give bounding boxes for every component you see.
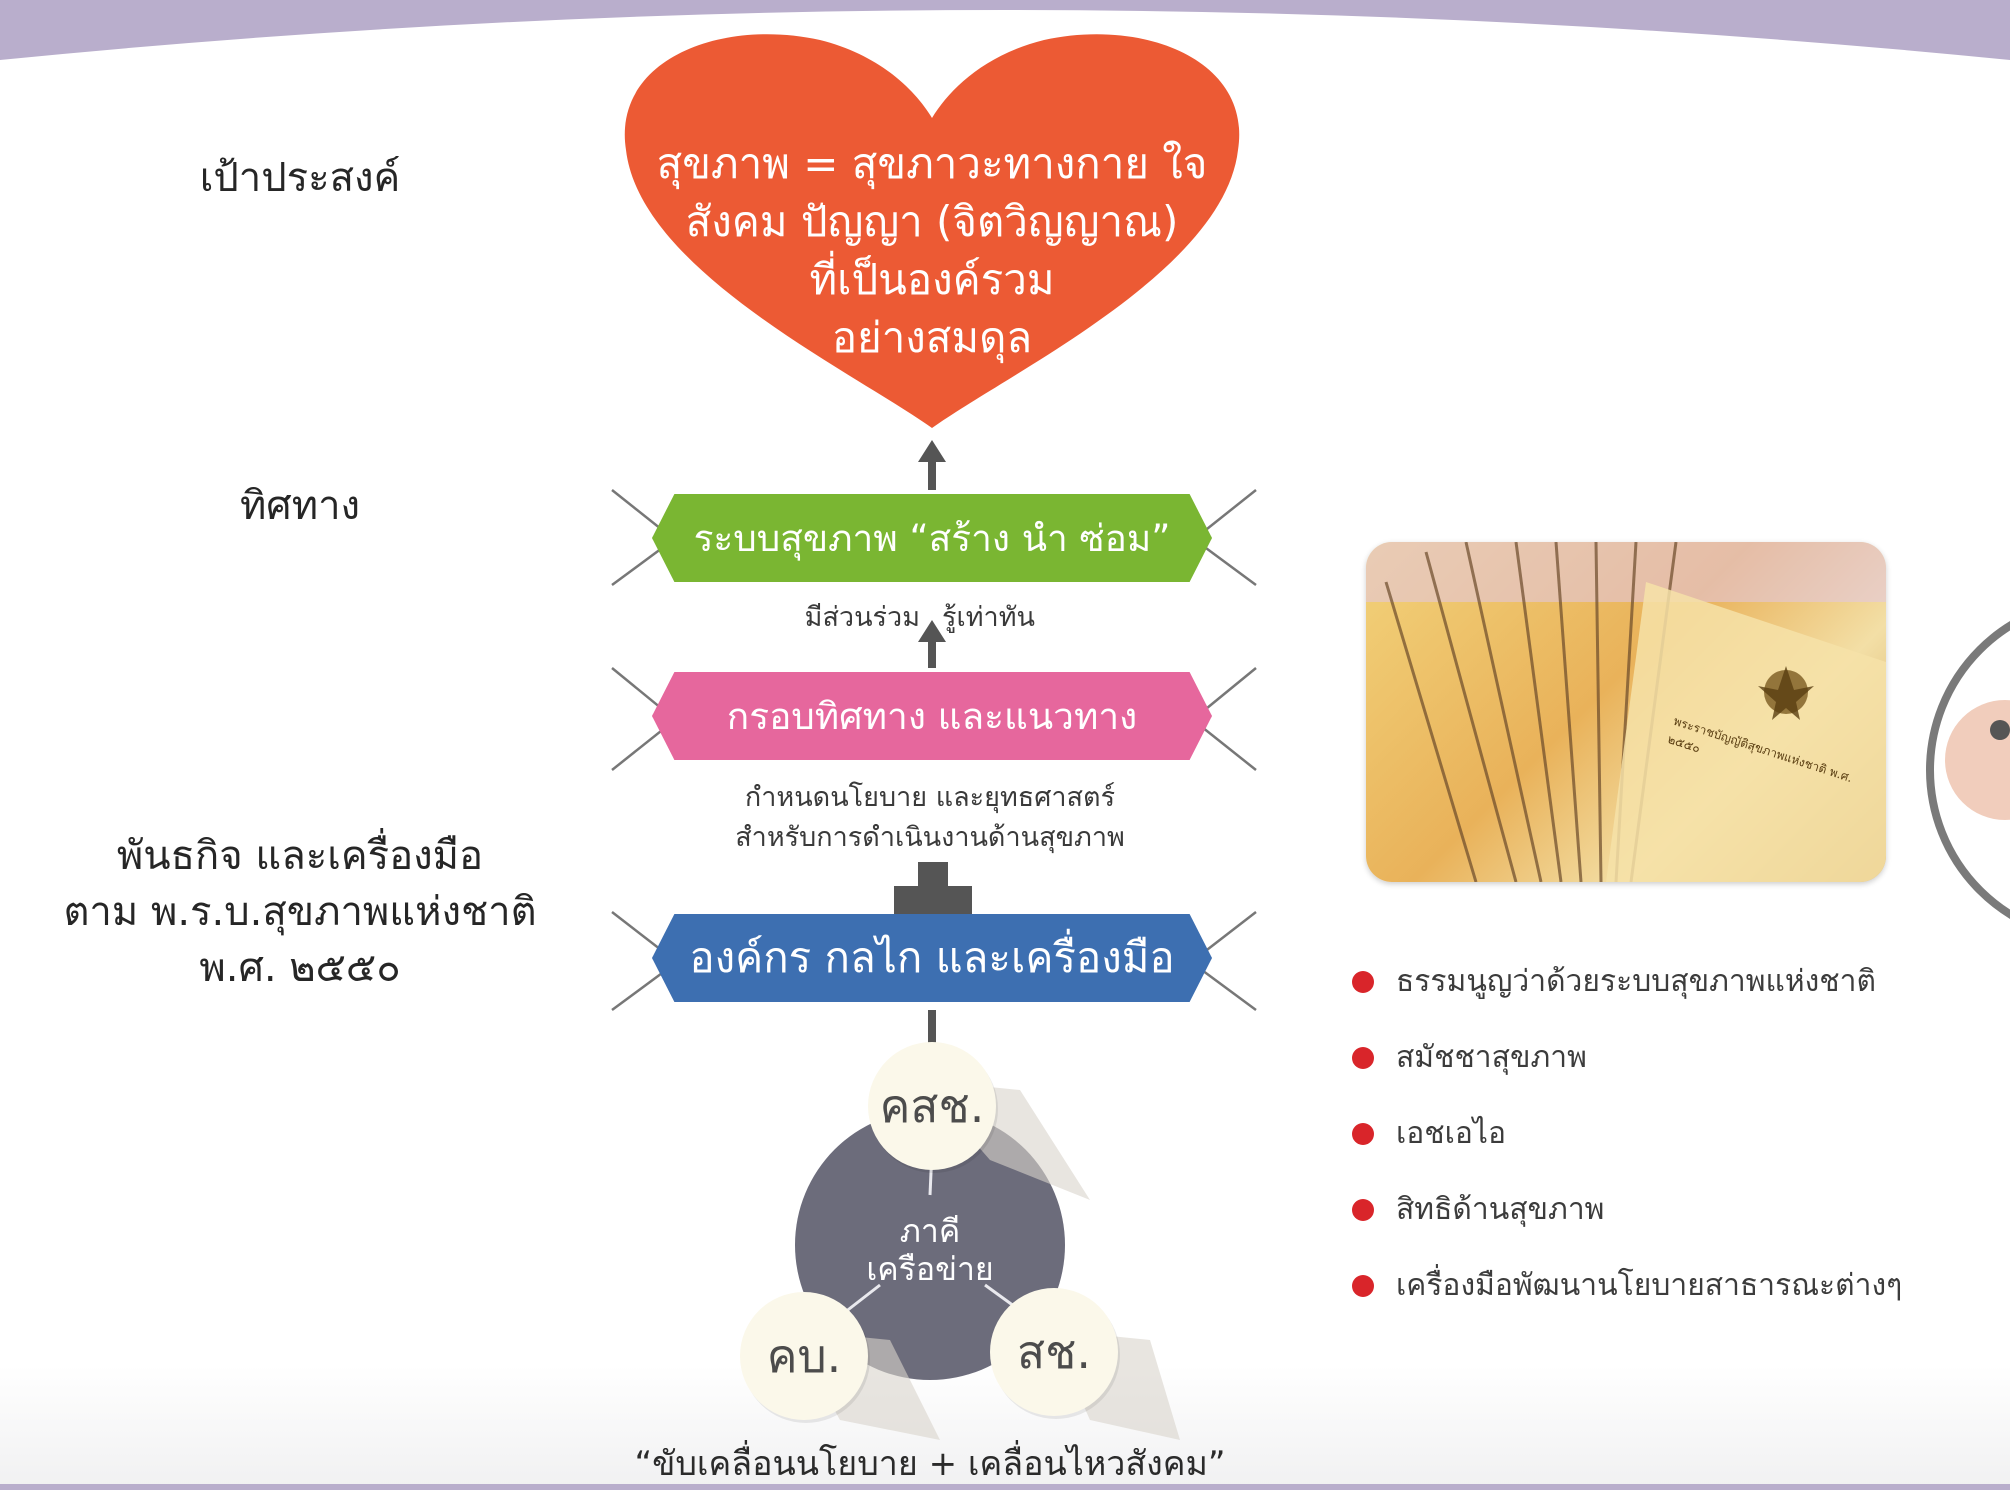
heart-line4: อย่างสมดุล xyxy=(831,313,1033,362)
book-photo: พระราชบัญญัติสุขภาพแห่งชาติ พ.ศ. ๒๕๕๐ xyxy=(1366,542,1886,882)
note-aware: รู้เท่าทัน xyxy=(942,602,1035,633)
node-nhc: คสช. xyxy=(868,1042,996,1170)
label-goal: เป้าประสงค์ xyxy=(199,155,401,201)
heart-line2: สังคม ปัญญา (จิตวิญญาณ) xyxy=(685,197,1179,246)
tool-label: สมัชชาสุขภาพ xyxy=(1396,1040,1587,1075)
bullet-dot-icon xyxy=(1352,1274,1374,1297)
label-mission-line2: ตาม พ.ร.บ.สุขภาพแห่งชาติ xyxy=(63,889,537,935)
tool-label: เอชเอไอ xyxy=(1396,1116,1507,1151)
tools-list-item: สิทธิด้านสุขภาพ xyxy=(1352,1186,1604,1233)
arrow-up-icon xyxy=(918,440,946,462)
label-mission-line1: พันธกิจ และเครื่องมือ xyxy=(116,833,484,879)
node-sch: สช. xyxy=(990,1288,1118,1416)
arrow-up-icon-2 xyxy=(918,620,946,642)
note-participate: มีส่วนร่วม xyxy=(804,602,920,633)
bullet-dot-icon xyxy=(1352,970,1374,993)
slogan: “ขับเคลื่อนนโยบาย + เคลื่อนไหวสังคม” xyxy=(634,1444,1226,1484)
network-center-line1: ภาคี xyxy=(899,1212,961,1250)
label-mission: พันธกิจ และเครื่องมือ ตาม พ.ร.บ.สุขภาพแห… xyxy=(40,828,560,996)
bullet-dot-icon xyxy=(1352,1122,1374,1145)
note-policy-line1: กำหนดนโยบาย และยุทธศาสตร์ xyxy=(744,782,1116,813)
tools-list-item: สมัชชาสุขภาพ xyxy=(1352,1034,1587,1081)
network-center-line2: เครือข่าย xyxy=(866,1250,994,1288)
heart-text: สุขภาพ = สุขภาวะทางกาย ใจ สังคม ปัญญา (จ… xyxy=(640,135,1224,367)
goal-heart xyxy=(624,34,1240,429)
node-kb: คบ. xyxy=(740,1292,868,1420)
tool-label: เครื่องมือพัฒนานโยบายสาธารณะต่างๆ xyxy=(1396,1268,1903,1303)
tag-health-system: ระบบสุขภาพ “สร้าง นำ ซ่อม” xyxy=(652,494,1212,582)
network-center-label: ภาคี เครือข่าย xyxy=(840,1212,1020,1288)
tools-list-item: ธรรมนูญว่าด้วยระบบสุขภาพแห่งชาติ xyxy=(1352,958,1876,1005)
bullet-dot-icon xyxy=(1352,1198,1374,1221)
tools-list-item: เครื่องมือพัฒนานโยบายสาธารณะต่างๆ xyxy=(1352,1262,1902,1309)
note-policy-line2: สำหรับการดำเนินงานด้านสุขภาพ xyxy=(735,822,1125,853)
heart-line1: สุขภาพ = สุขภาวะทางกาย ใจ xyxy=(656,139,1208,188)
network-center-circle xyxy=(795,1110,1065,1380)
tag-framework: กรอบทิศทาง และแนวทาง xyxy=(652,672,1212,760)
tool-label: สิทธิด้านสุขภาพ xyxy=(1396,1192,1605,1227)
tools-list-item: เอชเอไอ xyxy=(1352,1110,1506,1157)
bullet-dot-icon xyxy=(1352,1046,1374,1069)
emblem-icon xyxy=(1758,666,1814,720)
tool-label: ธรรมนูญว่าด้วยระบบสุขภาพแห่งชาติ xyxy=(1396,964,1876,999)
heart-line3: ที่เป็นองค์รวม xyxy=(809,255,1055,304)
note-policy: กำหนดนโยบาย และยุทธศาสตร์ สำหรับการดำเนิ… xyxy=(690,778,1170,858)
book-pages-graphic xyxy=(1366,542,1886,882)
label-mission-line3: พ.ศ. ๒๕๕๐ xyxy=(199,945,401,991)
tag-organization: องค์กร กลไก และเครื่องมือ xyxy=(652,914,1212,1002)
edge-circle-graphic xyxy=(1926,621,2010,919)
label-direction: ทิศทาง xyxy=(239,483,361,529)
